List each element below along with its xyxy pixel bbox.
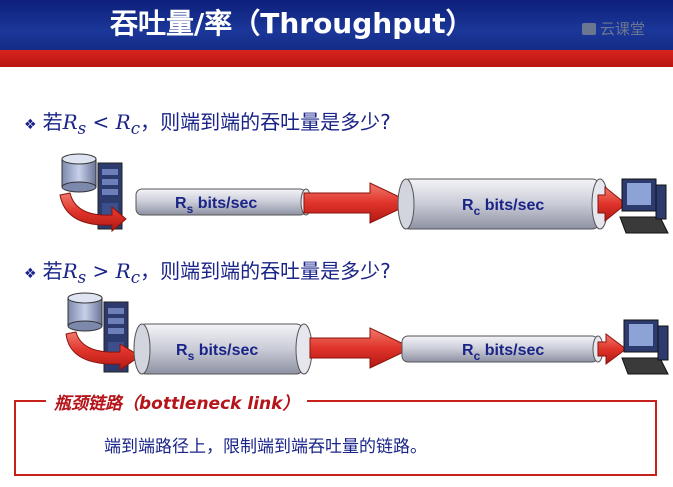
title-bar bbox=[0, 0, 673, 50]
diamond-bullet-icon: ❖ bbox=[24, 266, 37, 282]
title-accent-band bbox=[0, 50, 673, 67]
bottleneck-callout: 瓶颈链路（bottleneck link） 端到端路径上，限制端到端吞吐量的链路… bbox=[14, 389, 657, 476]
question-1: ❖若Rs < Rc，则端到端的吞吐量是多少? bbox=[24, 106, 391, 138]
rs-pipe-2 bbox=[133, 323, 313, 375]
comparison-operator: > bbox=[86, 259, 116, 283]
red-end-arrow-1 bbox=[597, 185, 627, 223]
red-flow-arrow-1 bbox=[303, 182, 414, 224]
curved-red-arrow-1 bbox=[59, 192, 127, 233]
rs-pipe-label-2: Rs bits/sec bbox=[176, 342, 258, 363]
question-suffix: ，则端到端的吞吐量是多少? bbox=[140, 259, 391, 283]
callout-title: 瓶颈链路（bottleneck link） bbox=[46, 389, 308, 414]
question-2: ❖若Rs > Rc，则端到端的吞吐量是多少? bbox=[24, 255, 391, 287]
rs-pipe-label-1: Rs bits/sec bbox=[175, 195, 257, 216]
rc-symbol: R bbox=[115, 110, 131, 134]
rc-pipe-label-1: Rc bits/sec bbox=[462, 197, 544, 218]
diamond-bullet-icon: ❖ bbox=[24, 117, 37, 133]
slide-title: 吞吐量/率（Throughput） bbox=[110, 7, 474, 40]
rc-symbol: R bbox=[115, 259, 131, 283]
rs-symbol: R bbox=[62, 259, 78, 283]
rc-subscript: c bbox=[130, 268, 141, 287]
callout-body: 端到端路径上，限制端到端吞吐量的链路。 bbox=[104, 437, 427, 457]
rc-subscript: c bbox=[130, 119, 141, 138]
question-suffix: ，则端到端的吞吐量是多少? bbox=[140, 110, 391, 134]
throughput-diagram-1: Rs bits/sec Rc bits/sec bbox=[59, 153, 669, 234]
comparison-operator: < bbox=[86, 110, 116, 134]
rs-subscript: s bbox=[77, 268, 87, 287]
question-prefix: 若 bbox=[42, 259, 63, 283]
rs-subscript: s bbox=[77, 119, 87, 138]
red-flow-arrow-2 bbox=[309, 327, 414, 369]
app-logo: 云课堂 bbox=[581, 18, 645, 39]
throughput-diagram-2: Rs bits/sec Rc bits/sec bbox=[65, 292, 669, 375]
rc-pipe-label-2: Rc bits/sec bbox=[462, 342, 544, 363]
server-icon bbox=[61, 153, 123, 230]
red-end-arrow-2 bbox=[597, 333, 627, 365]
question-prefix: 若 bbox=[42, 110, 63, 134]
logo-icon bbox=[581, 22, 596, 35]
server-icon bbox=[67, 292, 129, 373]
computer-icon bbox=[619, 178, 669, 234]
logo-text: 云课堂 bbox=[599, 20, 645, 38]
computer-icon bbox=[621, 319, 669, 375]
rs-symbol: R bbox=[62, 110, 78, 134]
curved-red-arrow-2 bbox=[65, 331, 141, 371]
